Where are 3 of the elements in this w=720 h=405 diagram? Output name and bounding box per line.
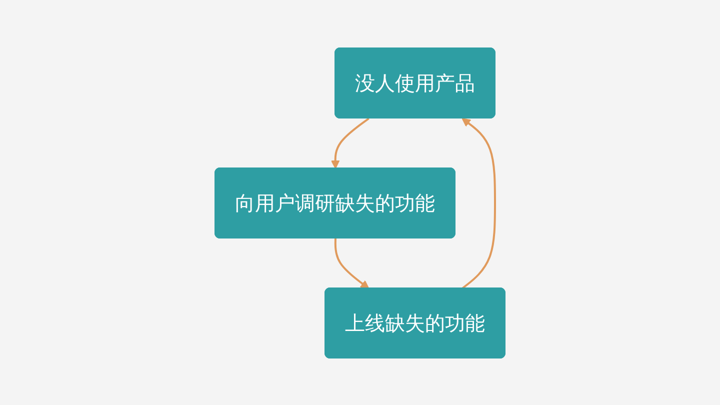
arrow xyxy=(330,117,370,168)
arrow xyxy=(334,238,370,288)
arrow xyxy=(462,118,496,289)
